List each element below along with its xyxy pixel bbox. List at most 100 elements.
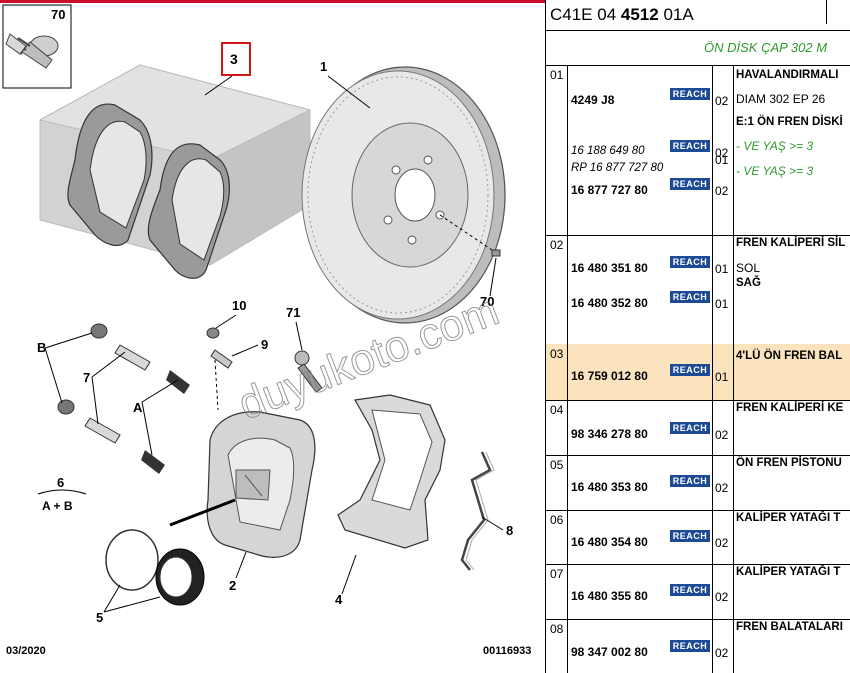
reach-badge: REACH [670,530,710,542]
reach-badge: REACH [670,584,710,596]
part-number[interactable]: RP 16 877 727 80 [571,162,664,174]
item-number: 08 [550,622,564,636]
column-divider [733,65,734,235]
part-number[interactable]: 16 480 355 80 [571,589,648,603]
part-description: E:1 ÖN FREN DİSKİ [736,116,843,128]
item-number: 03 [550,347,564,361]
callout-70-leader [489,257,497,297]
item-number: 05 [550,458,564,472]
column-divider [567,344,568,400]
column-divider [567,455,568,510]
column-divider [712,455,713,510]
callout-B-leader-1 [44,332,93,349]
quantity: 02 [715,146,729,160]
part-description-detail: DIAM 302 EP 26 [736,92,826,106]
callout-3-highlight [221,42,251,76]
caliper-bracket-part [337,394,446,549]
part-description: FREN KALİPERİ KE [736,402,844,414]
part-number[interactable]: 16 188 649 80 [571,145,645,157]
item-number: 06 [550,513,564,527]
callout-1: 1 [320,59,327,74]
quantity: 02 [715,184,729,198]
callout-A-leader-1 [141,379,179,403]
parts-row-07[interactable]: 07 16 480 355 80 REACH 02 KALİPER YATAĞI T [546,564,850,620]
bleeder-screw-part [210,349,233,369]
parts-row-03[interactable]: 03 16 759 012 80 REACH 01 4'LÜ ÖN FREN BAL [546,344,850,401]
column-divider [712,65,713,235]
part-number[interactable]: 16 877 727 80 [571,183,648,197]
callout-10: 10 [232,298,246,313]
bleeder-axis [214,359,219,411]
quantity: 02 [715,536,729,550]
parts-table-panel: C41E 04 4512 01A ÖN DİSK ÇAP 302 M 01 424… [545,0,850,673]
item-number: 02 [550,238,564,252]
reference-prefix: C41E 04 [550,5,621,24]
quantity: 02 [715,590,729,604]
part-number[interactable]: 4249 J8 [571,93,615,107]
part-description: FREN KALİPERİ SİL [736,237,846,249]
item-number: 07 [550,567,564,581]
part-number[interactable]: 98 346 278 80 [571,427,648,441]
callout-B: B [37,340,46,355]
part-number[interactable]: 98 347 002 80 [571,645,648,659]
callout-5: 5 [96,610,103,625]
quantity: 02 [715,646,729,660]
part-number[interactable]: 16 480 353 80 [571,480,648,494]
part-description: KALİPER YATAĞI T [736,566,841,578]
anti-rattle-spring-part [460,451,495,571]
part-description: 4'LÜ ÖN FREN BAL [736,350,843,362]
part-number[interactable]: 16 480 354 80 [571,535,648,549]
item-number: 04 [550,403,564,417]
column-divider [712,564,713,619]
callout-2: 2 [229,578,236,593]
callout-71: 71 [286,305,300,320]
diagram-date: 03/2020 [6,645,46,657]
callout-B-leader-2 [44,347,63,404]
column-divider [567,235,568,344]
reach-badge: REACH [670,364,710,376]
column-divider [733,344,734,400]
column-divider [733,235,734,344]
reference-bold: 4512 [620,5,659,24]
callout-6-bracket [37,489,87,495]
piston-dust-boot-part [155,548,205,606]
part-number[interactable]: 16 480 352 80 [571,296,648,310]
column-divider [712,510,713,564]
brake-pad-right [147,143,230,279]
quantity: 01 [715,297,729,311]
callout-8-leader [481,516,504,531]
column-divider [712,619,713,673]
column-divider [712,344,713,400]
reach-badge: REACH [670,88,710,100]
disc-screw-part [491,249,501,257]
callout-7-leader-1 [91,351,126,378]
column-divider [733,619,734,673]
item-number: 01 [550,68,564,82]
reference-code: C41E 04 4512 01A [550,5,694,25]
callout-2-leader [235,551,247,579]
piston-seal-ring-part [105,529,159,591]
brake-exploded-diagram: 70 3 1 70 [0,0,545,657]
column-divider [567,619,568,673]
caliper-bracket-bolt-part [294,350,323,393]
part-number[interactable]: 16 759 012 80 [571,369,648,383]
caliper-body-part [206,411,316,558]
quantity: 01 [715,370,729,384]
callout-4: 4 [335,592,343,607]
part-description-detail: - VE YAŞ >= 3 [736,139,814,153]
part-description: - VE YAŞ >= 3 [736,164,814,178]
part-description: ÖN FREN PİSTONU [736,457,842,469]
bleeder-cap-part [206,327,220,339]
callout-71-leader [295,321,303,351]
piston-axis [169,498,236,527]
part-number[interactable]: 16 480 351 80 [571,261,648,275]
subtitle-text: ÖN DİSK ÇAP 302 M [704,40,828,55]
guide-pin-upper-part [90,323,190,394]
callout-7: 7 [83,370,90,385]
